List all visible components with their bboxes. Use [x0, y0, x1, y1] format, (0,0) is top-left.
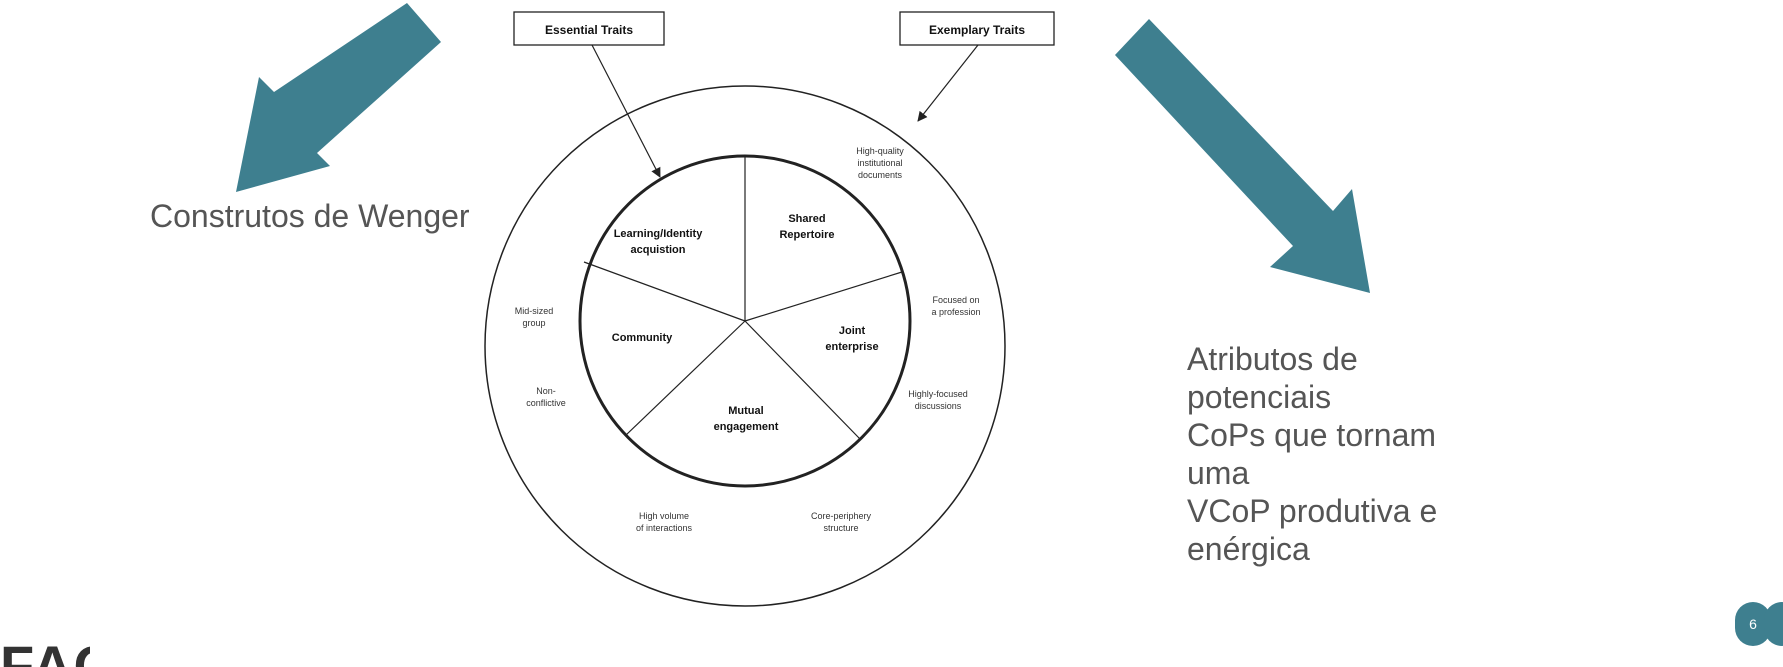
- label-core-periphery-1: Core-periphery: [811, 511, 872, 521]
- segment-community: Community: [612, 332, 673, 344]
- essential-traits-box: [513, 11, 665, 46]
- label-highly-focused-1: Highly-focused: [908, 389, 968, 399]
- segment-learning-line1: Learning/Identity: [614, 228, 704, 240]
- segment-learning-line2: acquistion: [630, 244, 685, 256]
- segment-mutual-line2: engagement: [714, 421, 779, 433]
- label-focused-profession-1: Focused on: [932, 295, 979, 305]
- label-high-quality-3: documents: [858, 170, 903, 180]
- left-arrow-shape: [236, 3, 441, 192]
- essential-traits-label: Essential Traits: [545, 23, 633, 37]
- label-high-volume-1: High volume: [639, 511, 689, 521]
- label-mid-sized-1: Mid-sized: [515, 306, 554, 316]
- diagram-text: Essential Traits Exemplary Traits Learni…: [515, 23, 1026, 533]
- divider-lower-right: [744, 320, 861, 440]
- exemplary-traits-box: [899, 11, 1055, 46]
- divider-right: [744, 271, 903, 322]
- divider-lower-left: [624, 320, 746, 437]
- right-arrow-shape: [1115, 19, 1370, 293]
- wenger-diagram: [484, 11, 1055, 607]
- segment-joint-line1: Joint: [839, 325, 866, 337]
- label-high-volume-2: of interactions: [636, 523, 693, 533]
- label-highly-focused-2: discussions: [915, 401, 962, 411]
- essential-pointer-arrow: [591, 44, 661, 178]
- right-caption: Atributos de potenciais CoPs que tornam …: [1187, 341, 1438, 567]
- exemplary-pointer-arrow: [917, 44, 979, 122]
- label-core-periphery-2: structure: [823, 523, 858, 533]
- outer-circle: [484, 85, 1006, 607]
- label-non-conflictive-1: Non-: [536, 386, 556, 396]
- label-high-quality-1: High-quality: [856, 146, 904, 156]
- label-high-quality-2: institutional: [857, 158, 902, 168]
- segment-mutual-line1: Mutual: [728, 405, 763, 417]
- left-caption: Construtos de Wenger: [150, 198, 470, 234]
- label-non-conflictive-2: conflictive: [526, 398, 566, 408]
- exemplary-traits-label: Exemplary Traits: [929, 23, 1025, 37]
- nav-badge-icon: [1764, 602, 1783, 646]
- segment-shared-line2: Repertoire: [779, 229, 834, 241]
- logo: FAO: [0, 634, 90, 667]
- label-mid-sized-2: group: [522, 318, 545, 328]
- segment-joint-line2: enterprise: [825, 341, 878, 353]
- label-focused-profession-2: a profession: [931, 307, 980, 317]
- segment-shared-line1: Shared: [788, 213, 825, 225]
- divider-left: [583, 261, 746, 322]
